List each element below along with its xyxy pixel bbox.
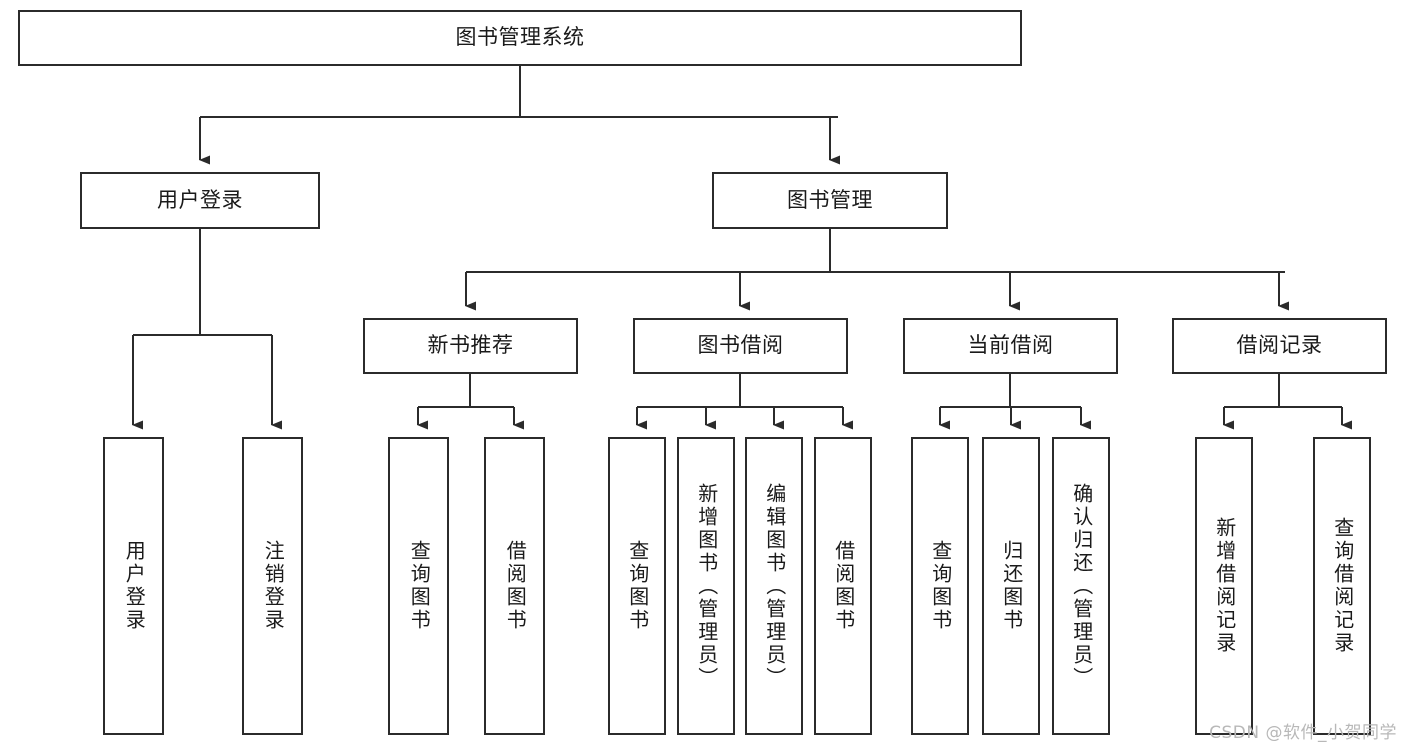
node-leaf-add-record[interactable]: 新增借阅记录 [1195,437,1253,735]
node-root-label: 图书管理系统 [455,25,585,50]
node-book-manage[interactable]: 图书管理 [712,172,948,229]
node-current-borrow-label: 当前借阅 [967,333,1054,358]
node-leaf-borrow-book-2[interactable]: 借阅图书 [814,437,872,735]
node-leaf-query-book-3[interactable]: 查询图书 [911,437,969,735]
node-leaf-query-book-1[interactable]: 查询图书 [388,437,449,735]
node-leaf-add-record-label: 新增借阅记录 [1212,517,1237,655]
node-leaf-borrow-book-2-label: 借阅图书 [831,540,856,632]
node-leaf-query-record[interactable]: 查询借阅记录 [1313,437,1371,735]
node-borrow-record-label: 借阅记录 [1236,333,1323,358]
node-leaf-query-book-2[interactable]: 查询图书 [608,437,666,735]
node-leaf-add-book-label: 新增图书（管理员） [694,482,719,690]
node-book-manage-label: 图书管理 [787,187,873,212]
node-leaf-query-record-label: 查询借阅记录 [1330,517,1355,655]
node-leaf-confirm-return[interactable]: 确认归还（管理员） [1052,437,1110,735]
node-root[interactable]: 图书管理系统 [18,10,1022,66]
node-current-borrow[interactable]: 当前借阅 [903,318,1118,374]
node-user-login-label: 用户登录 [157,187,243,212]
node-leaf-user-logout[interactable]: 注销登录 [242,437,303,735]
node-book-borrow-label: 图书借阅 [697,333,784,358]
node-leaf-borrow-book-1-label: 借阅图书 [503,540,528,632]
node-leaf-query-book-1-label: 查询图书 [407,540,432,632]
csdn-watermark: CSDN @软件_小贺同学 [1209,723,1397,743]
node-borrow-record[interactable]: 借阅记录 [1172,318,1387,374]
node-leaf-borrow-book-1[interactable]: 借阅图书 [484,437,545,735]
node-leaf-return-book-label: 归还图书 [999,540,1024,632]
node-leaf-user-logout-label: 注销登录 [261,540,286,632]
node-leaf-edit-book-label: 编辑图书（管理员） [762,482,787,690]
node-new-book-recommend[interactable]: 新书推荐 [363,318,578,374]
node-leaf-user-login[interactable]: 用户登录 [103,437,164,735]
node-leaf-return-book[interactable]: 归还图书 [982,437,1040,735]
node-leaf-query-book-2-label: 查询图书 [625,540,650,632]
node-leaf-add-book[interactable]: 新增图书（管理员） [677,437,735,735]
node-book-borrow[interactable]: 图书借阅 [633,318,848,374]
node-leaf-confirm-return-label: 确认归还（管理员） [1069,482,1094,690]
node-leaf-edit-book[interactable]: 编辑图书（管理员） [745,437,803,735]
node-leaf-user-login-label: 用户登录 [122,540,147,632]
node-leaf-query-book-3-label: 查询图书 [928,540,953,632]
node-user-login[interactable]: 用户登录 [80,172,320,229]
node-new-book-recommend-label: 新书推荐 [427,333,514,358]
